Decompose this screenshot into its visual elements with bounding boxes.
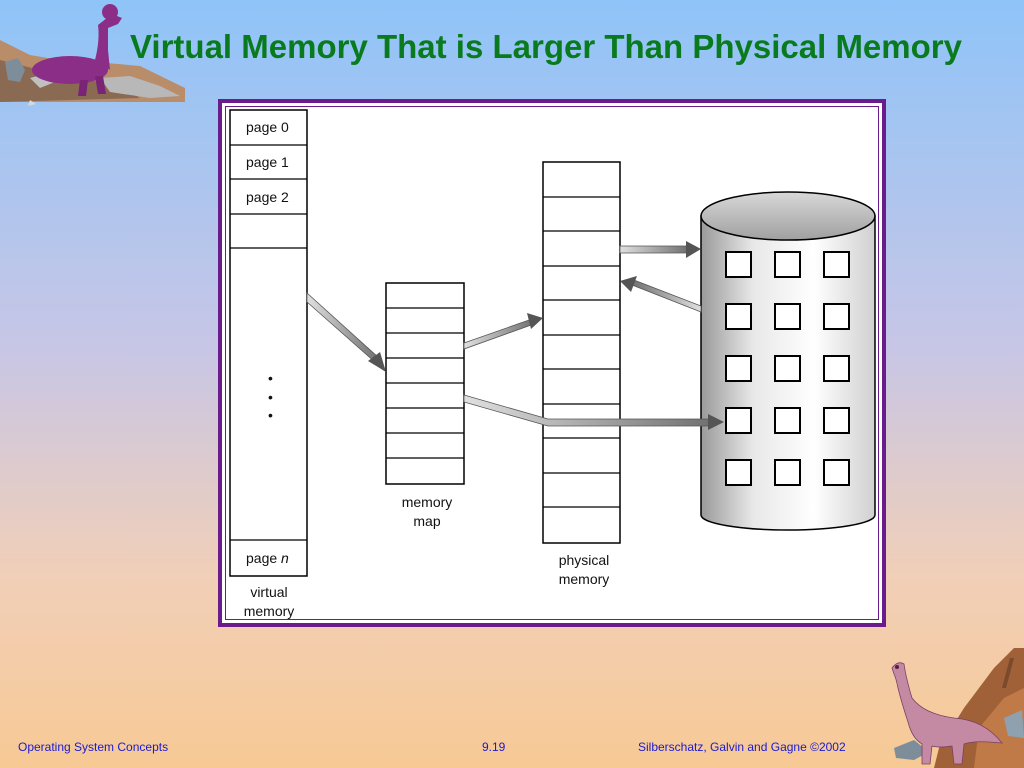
virtual-page-n-variable: n <box>281 550 289 566</box>
disk-cylinder-icon <box>700 191 876 531</box>
memory-map-label-line2: map <box>413 513 440 529</box>
arrow-map-to-physical <box>463 313 543 350</box>
footer-course-title: Operating System Concepts <box>18 740 169 754</box>
virtual-memory-label-line2: memory <box>244 603 295 619</box>
physical-memory-column: physical memory <box>542 161 621 587</box>
footer-copyright: Silberschatz, Galvin and Gagne ©2002 <box>638 740 846 754</box>
disk-blocks-grid <box>725 251 850 486</box>
virtual-page-n-label: page n <box>246 550 289 566</box>
virtual-page-n-prefix: page <box>246 550 281 566</box>
ellipsis-dot-1: • <box>268 370 273 386</box>
memory-map-column: memory map <box>385 282 465 529</box>
diagram-frame-inner-border <box>225 106 879 620</box>
arrow-disk-to-physical <box>620 276 702 313</box>
ellipsis-dot-3: • <box>268 407 273 423</box>
arrow-map-to-disk <box>463 394 724 430</box>
memory-map-label-line1: memory <box>402 494 453 510</box>
dinosaur-logo-bottom-right <box>891 648 1024 768</box>
dinosaur-logo-top-left <box>0 4 185 106</box>
virtual-page-1-label: page 1 <box>246 154 289 170</box>
footer-slide-number: 9.19 <box>482 740 506 754</box>
ellipsis-dot-2: • <box>268 389 273 405</box>
virtual-page-0-label: page 0 <box>246 119 289 135</box>
arrow-physical-to-disk <box>619 241 701 258</box>
arrow-virtual-to-map <box>306 292 386 372</box>
virtual-memory-label-line1: virtual <box>250 584 287 600</box>
physical-memory-label-line2: memory <box>559 571 610 587</box>
physical-memory-label-line1: physical <box>559 552 610 568</box>
slide-title: Virtual Memory That is Larger Than Physi… <box>130 28 962 65</box>
virtual-page-2-label: page 2 <box>246 189 289 205</box>
virtual-memory-column: page 0 page 1 page 2 • • • page n virtua… <box>229 109 308 619</box>
